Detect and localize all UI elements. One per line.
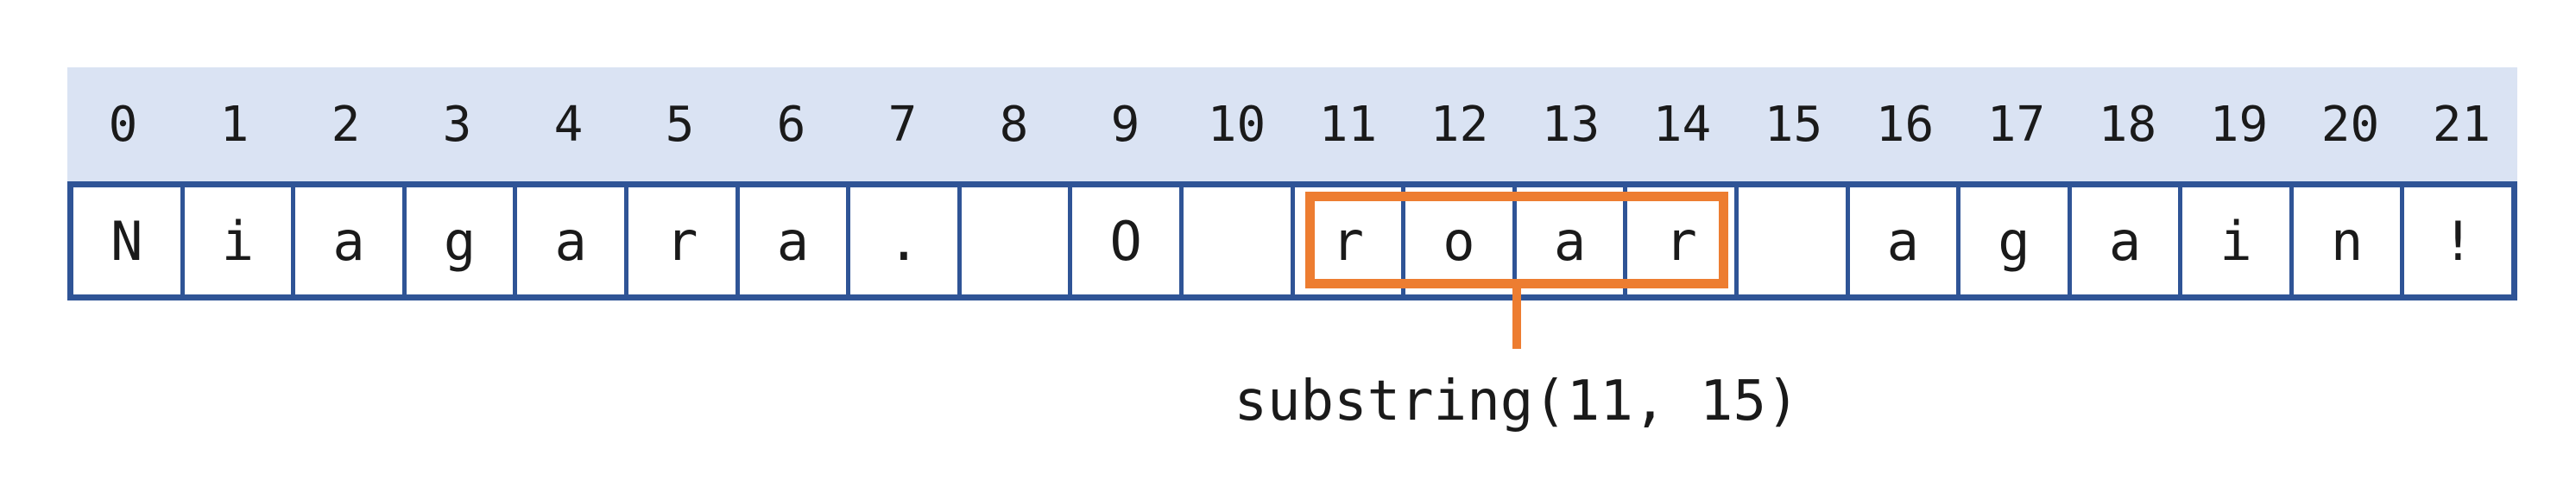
char-cell-12: o [1401,187,1512,294]
char-cell-21: ! [2400,187,2511,294]
char-cell-2: a [291,187,402,294]
char-cell-17: g [1956,187,2068,294]
char-cell-3: g [401,187,514,294]
char-cell-1: i [180,187,292,294]
index-cell-5: 5 [665,96,695,153]
index-cell-19: 19 [2209,96,2269,153]
index-cell-20: 20 [2320,96,2380,153]
char-cell-11: r [1290,187,1402,294]
index-cell-12: 12 [1430,96,1489,153]
char-cell-15 [1733,187,1846,294]
index-cell-9: 9 [1110,96,1140,153]
char-cell-20: n [2289,187,2401,294]
index-cell-15: 15 [1764,96,1823,153]
char-cell-14: r [1623,187,1734,294]
char-cell-16: a [1845,187,1957,294]
char-cell-4: a [513,187,624,294]
index-cell-10: 10 [1207,96,1266,153]
index-cell-21: 21 [2432,96,2491,153]
index-cell-16: 16 [1875,96,1935,153]
char-cell-13: a [1512,187,1624,294]
index-cell-11: 11 [1318,96,1378,153]
char-cell-7: . [846,187,957,294]
index-cell-17: 17 [1986,96,2046,153]
char-cell-10 [1178,187,1291,294]
index-cell-7: 7 [887,96,918,153]
index-cell-18: 18 [2098,96,2157,153]
index-cell-13: 13 [1541,96,1601,153]
index-cell-2: 2 [331,96,361,153]
index-cell-1: 1 [219,96,249,153]
char-cell-6: a [735,187,847,294]
char-cell-9: O [1068,187,1179,294]
char-cell-19: i [2178,187,2289,294]
index-cell-14: 14 [1652,96,1712,153]
index-cell-3: 3 [442,96,472,153]
pointer-connector-line [1512,285,1521,349]
char-cell-8: ​ [957,187,1069,294]
substring-label: substring(11, 15) [1234,370,1800,433]
index-cell-8: 8 [999,96,1029,153]
index-cell-4: 4 [553,96,584,153]
char-cell-0: N [110,209,143,273]
index-cell-0: 0 [108,96,138,153]
substring-highlight-box [1305,192,1728,288]
index-cell-6: 6 [776,96,806,153]
char-cell-5: r [623,187,736,294]
char-cell-18: a [2067,187,2179,294]
